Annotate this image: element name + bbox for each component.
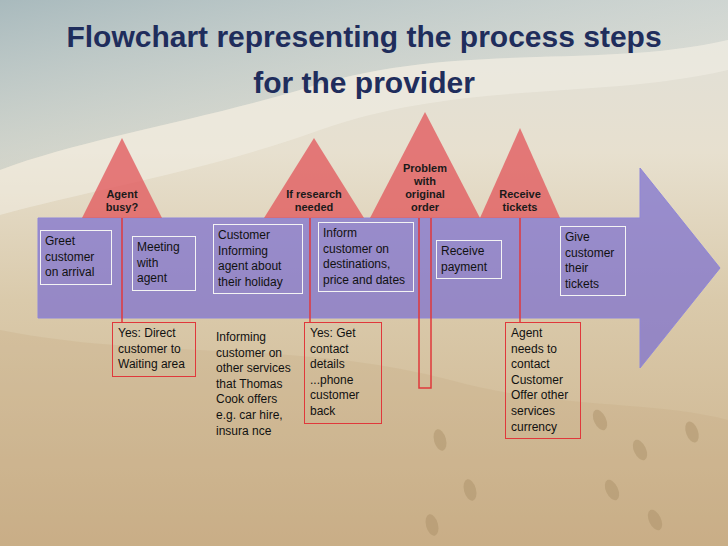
branch-box: Yes: Get contact details ...phone custom… (304, 322, 382, 424)
node-text: If research needed (286, 188, 342, 214)
node-text: Receive payment (441, 244, 497, 275)
node-text: Agent busy? (102, 188, 142, 214)
decision-triangle: If research needed (264, 138, 364, 218)
process-box: Receive payment (436, 240, 502, 279)
triangle-text-holder: Problem with original order (400, 162, 450, 214)
process-box: Give customer their tickets (560, 226, 626, 296)
triangle-fill (264, 138, 364, 218)
node-text: Agent needs to contact Customer Offer ot… (511, 326, 575, 435)
decision-triangle: Problem with original order (370, 112, 480, 218)
decision-triangle: Agent busy? (82, 138, 162, 218)
footprint (431, 428, 448, 452)
node-text: Yes: Direct customer to Waiting area (118, 326, 190, 373)
node-text: Yes: Get contact details ...phone custom… (310, 326, 376, 420)
triangle-fill (480, 128, 560, 218)
triangle-text-holder: Agent busy? (102, 188, 142, 214)
footprint (423, 513, 440, 537)
node-text: Greet customer on arrival (45, 234, 107, 281)
node-text: Customer Informing agent about their hol… (218, 228, 298, 290)
triangle-text-holder: Receive tickets (496, 188, 544, 214)
footprint (683, 420, 702, 445)
process-box: Customer Informing agent about their hol… (213, 224, 303, 294)
dry-sand-area (0, 330, 728, 546)
branch-box: Yes: Direct customer to Waiting area (112, 322, 196, 377)
process-box: Inform customer on destinations, price a… (318, 222, 414, 292)
loop-line (419, 218, 431, 388)
triangle-fill (370, 112, 480, 218)
branch-box: Agent needs to contact Customer Offer ot… (505, 322, 581, 439)
title-text: Flowchart representing the process steps… (59, 14, 669, 106)
node-text: Give customer their tickets (565, 230, 621, 292)
connector-line (121, 218, 123, 322)
triangle-fill (82, 138, 162, 218)
note-text: Informing customer on other services tha… (216, 330, 292, 439)
process-box: Greet customer on arrival (40, 230, 112, 285)
process-box: Meeting with agent (132, 236, 196, 291)
footprint (590, 407, 610, 432)
decision-triangle: Receive tickets (480, 128, 560, 218)
node-text: Problem with original order (400, 162, 450, 214)
node-text: Inform customer on destinations, price a… (323, 226, 409, 288)
footprint (630, 437, 650, 462)
footprint (602, 477, 622, 502)
connector-line (309, 218, 311, 322)
node-text: Receive tickets (496, 188, 544, 214)
connector-line (519, 218, 521, 322)
triangle-text-holder: If research needed (286, 188, 342, 214)
footprint (461, 478, 478, 502)
node-text: Meeting with agent (137, 240, 191, 287)
footprint (645, 507, 665, 532)
